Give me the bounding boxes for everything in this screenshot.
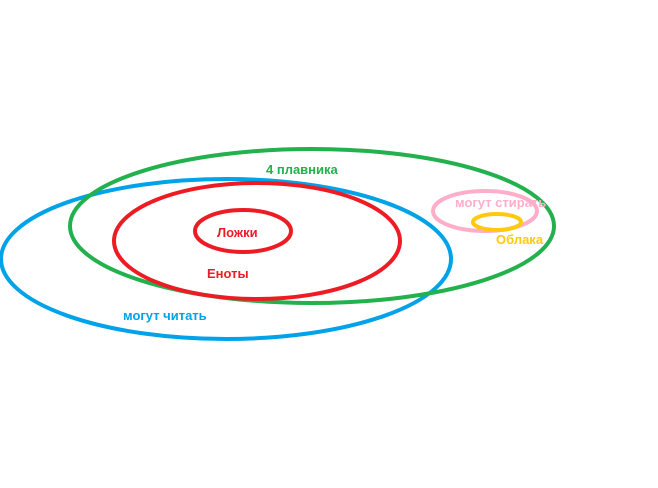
label-fins: 4 плавника	[266, 162, 339, 177]
set-erase-ellipse	[431, 189, 539, 233]
set-read-ellipse	[0, 177, 453, 341]
set-fins-ellipse	[68, 147, 556, 305]
label-spoons: Ложки	[217, 225, 258, 240]
label-erase: могут стирать	[455, 195, 546, 210]
label-read: могут читать	[123, 308, 207, 323]
set-raccoons-ellipse	[112, 181, 402, 301]
set-spoons-ellipse	[193, 208, 293, 254]
label-clouds: Облака	[496, 232, 544, 247]
label-raccoons: Еноты	[207, 266, 249, 281]
set-clouds-ellipse	[471, 212, 523, 232]
